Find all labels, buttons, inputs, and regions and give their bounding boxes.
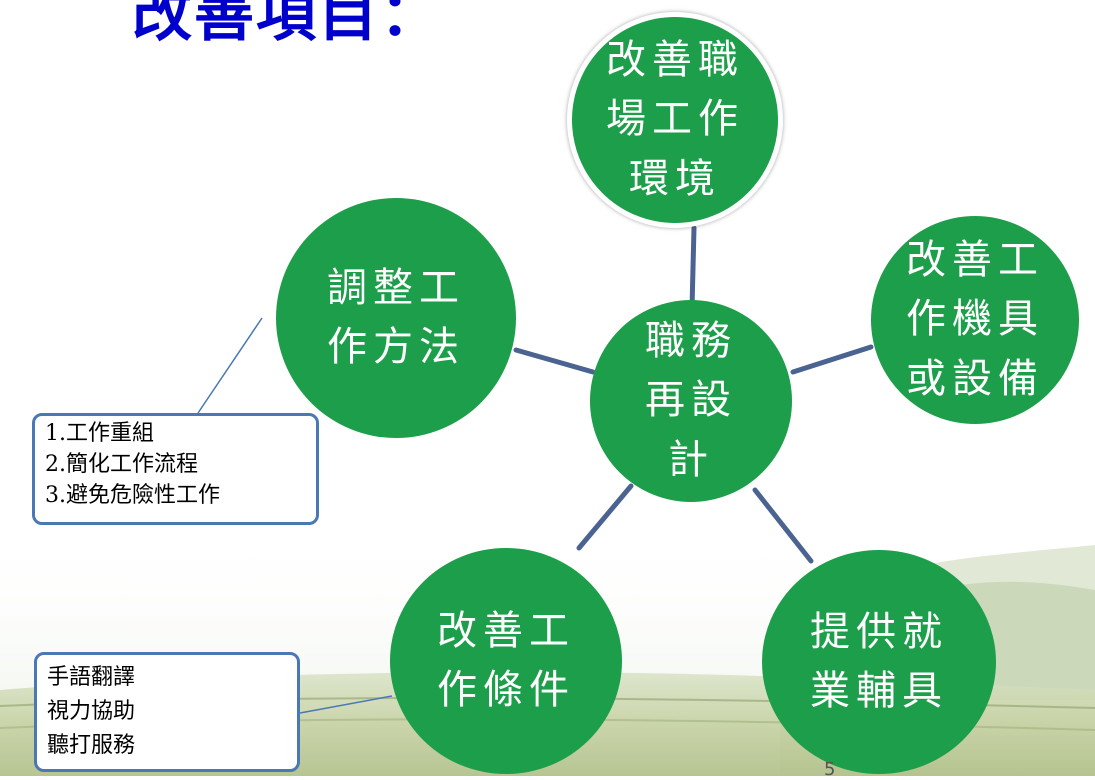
node-method[interactable]: 調整工 作方法 (276, 198, 516, 438)
node-equipment[interactable]: 改善工 作機具 或設備 (871, 216, 1079, 424)
callout-method-item: 3.避免危險性工作 (45, 483, 220, 508)
connector-method (513, 347, 596, 375)
callout-method-item: 2.簡化工作流程 (45, 452, 198, 477)
callout-method-item: 1.工作重組 (45, 421, 154, 446)
page-number: 5 (824, 759, 836, 780)
connector-conditions (576, 483, 634, 551)
callout-conditions-item: 視力協助 (47, 699, 136, 724)
node-environment-label: 改善職 場工作 環境 (606, 37, 744, 202)
node-center[interactable]: 職務 再設 計 (590, 300, 792, 502)
callout-conditions-item: 聽打服務 (47, 733, 136, 758)
connector-aids (752, 487, 814, 564)
node-environment[interactable]: 改善職 場工作 環境 (567, 12, 783, 228)
node-equipment-label: 改善工 作機具 或設備 (906, 237, 1044, 402)
connector-environment (689, 225, 697, 311)
callout-method: 1.工作重組 2.簡化工作流程 3.避免危險性工作 (32, 413, 319, 525)
node-conditions[interactable]: 改善工 作條件 (390, 548, 622, 774)
callout-pointer-method (197, 317, 263, 414)
node-aids-label: 提供就 業輔具 (810, 608, 948, 714)
callout-conditions-list: 手語翻譯 視力協助 聽打服務 (47, 661, 287, 763)
page-title: 改善項目： (132, 0, 442, 50)
connector-equipment (790, 344, 874, 375)
callout-pointer-conditions (299, 695, 393, 714)
node-method-label: 調整工 作方法 (327, 264, 465, 370)
callout-method-list: 1.工作重組 2.簡化工作流程 3.避免危險性工作 (45, 418, 306, 511)
callout-conditions: 手語翻譯 視力協助 聽打服務 (34, 652, 300, 772)
node-center-label: 職務 再設 計 (645, 318, 737, 483)
callout-conditions-item: 手語翻譯 (47, 665, 136, 690)
node-conditions-label: 改善工 作條件 (437, 607, 575, 713)
node-aids[interactable]: 提供就 業輔具 (762, 550, 996, 774)
